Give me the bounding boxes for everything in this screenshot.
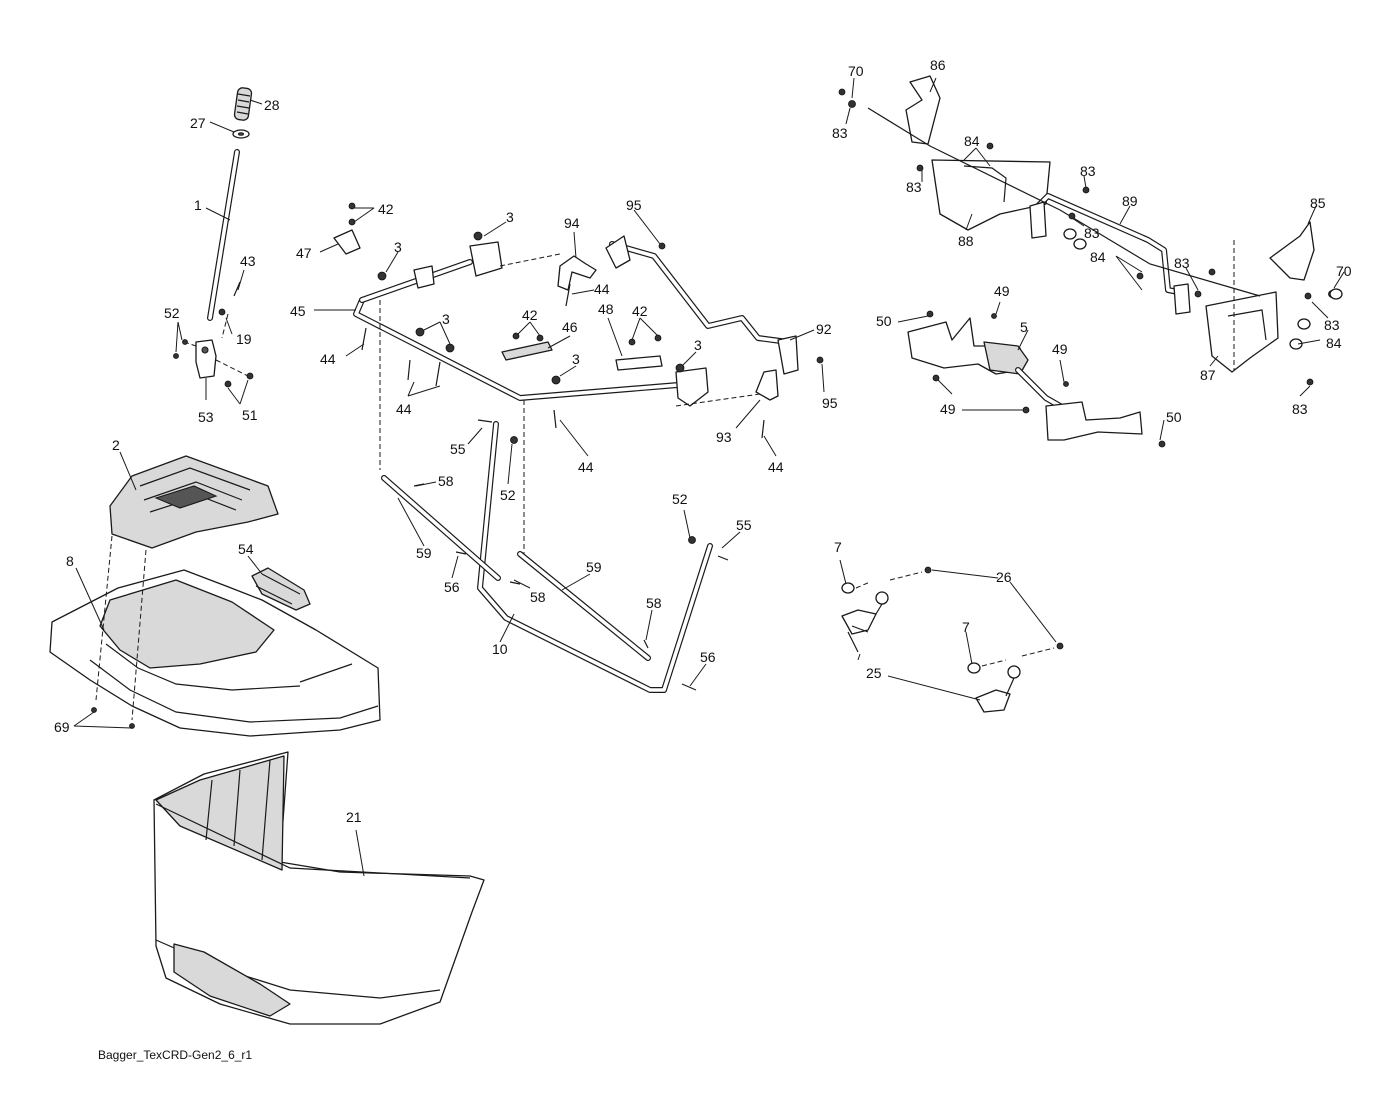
callout-53: 53 bbox=[198, 409, 214, 425]
callout-89: 89 bbox=[1122, 193, 1138, 209]
callout-44: 44 bbox=[768, 459, 784, 475]
callout-84: 84 bbox=[1090, 249, 1106, 265]
callout-44: 44 bbox=[594, 281, 610, 297]
diagram-caption: Bagger_TexCRD-Gen2_6_r1 bbox=[98, 1048, 253, 1062]
callout-70: 70 bbox=[1336, 263, 1352, 279]
callout-94: 94 bbox=[564, 215, 580, 231]
callout-49: 49 bbox=[994, 283, 1010, 299]
callout-3: 3 bbox=[394, 239, 402, 255]
callout-44: 44 bbox=[396, 401, 412, 417]
callout-93: 93 bbox=[716, 429, 732, 445]
callout-58: 58 bbox=[530, 589, 546, 605]
callout-19: 19 bbox=[236, 331, 252, 347]
callout-84: 84 bbox=[964, 133, 980, 149]
callout-1: 1 bbox=[194, 197, 202, 213]
callout-42: 42 bbox=[522, 307, 538, 323]
latch-pins bbox=[841, 566, 1064, 713]
bagger-cover-assembly bbox=[49, 455, 381, 737]
callout-59: 59 bbox=[416, 545, 432, 561]
callout-46: 46 bbox=[562, 319, 578, 335]
callout-2: 2 bbox=[112, 437, 120, 453]
hitch-bracket bbox=[907, 310, 1166, 448]
callout-54: 54 bbox=[238, 541, 254, 557]
callout-25: 25 bbox=[866, 665, 882, 681]
callout-95: 95 bbox=[626, 197, 642, 213]
callout-3: 3 bbox=[572, 351, 580, 367]
callout-83: 83 bbox=[1324, 317, 1340, 333]
lift-handle-assembly bbox=[173, 87, 254, 388]
callout-50: 50 bbox=[1166, 409, 1182, 425]
callout-5: 5 bbox=[1020, 319, 1028, 335]
callout-26: 26 bbox=[996, 569, 1012, 585]
callout-49: 49 bbox=[940, 401, 956, 417]
callout-43: 43 bbox=[240, 253, 256, 269]
callout-49: 49 bbox=[1052, 341, 1068, 357]
callout-52: 52 bbox=[500, 487, 516, 503]
callout-83: 83 bbox=[1084, 225, 1100, 241]
callout-48: 48 bbox=[598, 301, 614, 317]
callout-83: 83 bbox=[1080, 163, 1096, 179]
callout-56: 56 bbox=[700, 649, 716, 665]
callout-59: 59 bbox=[586, 559, 602, 575]
callout-3: 3 bbox=[694, 337, 702, 353]
callout-83: 83 bbox=[832, 125, 848, 141]
callout-84: 84 bbox=[1326, 335, 1342, 351]
callout-3: 3 bbox=[442, 311, 450, 327]
callout-56: 56 bbox=[444, 579, 460, 595]
callout-52: 52 bbox=[672, 491, 688, 507]
callout-45: 45 bbox=[290, 303, 306, 319]
callout-7: 7 bbox=[834, 539, 842, 555]
callout-83: 83 bbox=[1292, 401, 1308, 417]
callout-83: 83 bbox=[1174, 255, 1190, 271]
callout-3: 3 bbox=[506, 209, 514, 225]
callout-47: 47 bbox=[296, 245, 312, 261]
bag-frame bbox=[333, 202, 824, 560]
callout-44: 44 bbox=[320, 351, 336, 367]
callout-27: 27 bbox=[190, 115, 206, 131]
callout-86: 86 bbox=[930, 57, 946, 73]
callout-88: 88 bbox=[958, 233, 974, 249]
callout-58: 58 bbox=[438, 473, 454, 489]
callout-55: 55 bbox=[736, 517, 752, 533]
callout-42: 42 bbox=[378, 201, 394, 217]
grass-bag bbox=[153, 751, 485, 1025]
callout-83: 83 bbox=[906, 179, 922, 195]
callout-42: 42 bbox=[632, 303, 648, 319]
mount-bracket-assembly bbox=[838, 75, 1343, 386]
callout-51: 51 bbox=[242, 407, 258, 423]
callout-58: 58 bbox=[646, 595, 662, 611]
callout-52: 52 bbox=[164, 305, 180, 321]
callout-44: 44 bbox=[578, 459, 594, 475]
callout-55: 55 bbox=[450, 441, 466, 457]
callout-69: 69 bbox=[54, 719, 70, 735]
callout-28: 28 bbox=[264, 97, 280, 113]
callout-10: 10 bbox=[492, 641, 508, 657]
callout-8: 8 bbox=[66, 553, 74, 569]
callout-92: 92 bbox=[816, 321, 832, 337]
callout-labels: 28 27 1 43 19 52 53 51 42 47 3 3 45 44 3… bbox=[54, 57, 1352, 825]
callout-85: 85 bbox=[1310, 195, 1326, 211]
support-rods bbox=[381, 419, 729, 693]
callout-21: 21 bbox=[346, 809, 362, 825]
callout-95: 95 bbox=[822, 395, 838, 411]
callout-7: 7 bbox=[962, 619, 970, 635]
callout-70: 70 bbox=[848, 63, 864, 79]
leader-lines bbox=[73, 77, 1345, 877]
callout-50: 50 bbox=[876, 313, 892, 329]
callout-87: 87 bbox=[1200, 367, 1216, 383]
